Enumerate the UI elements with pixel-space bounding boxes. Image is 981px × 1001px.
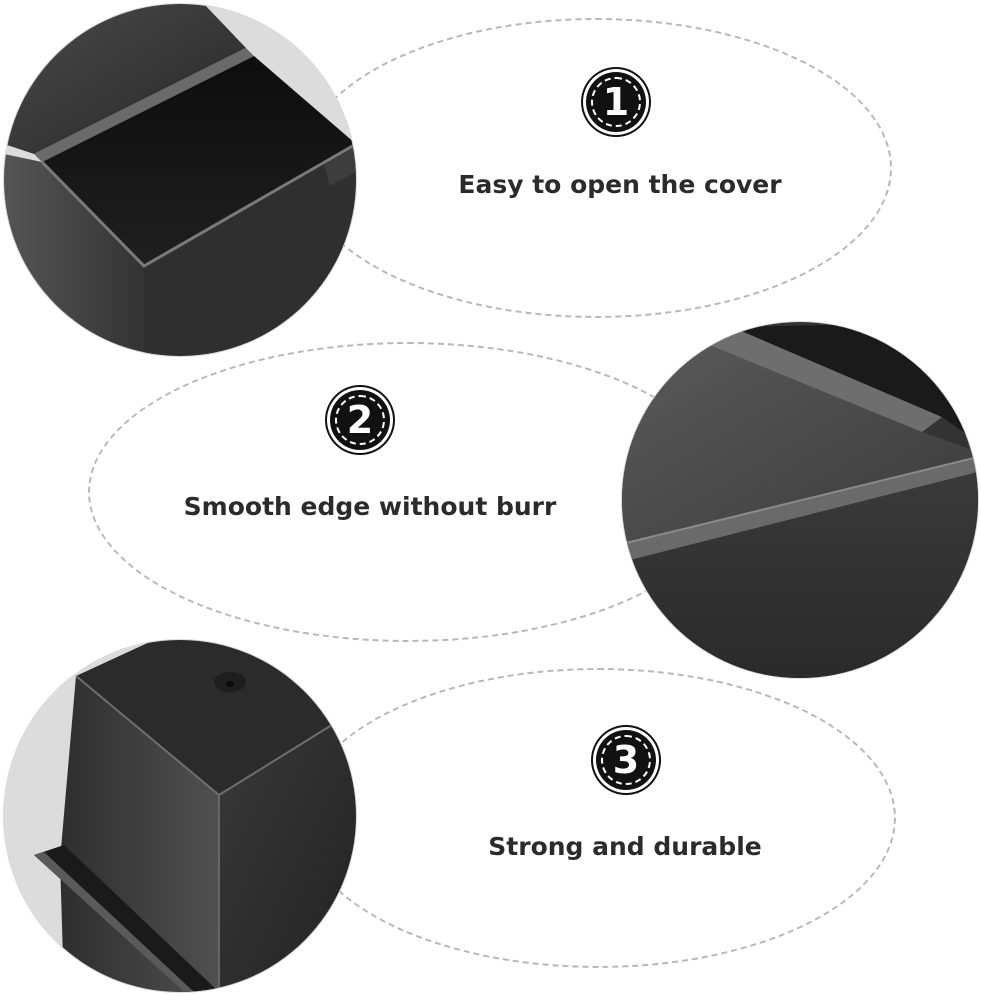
pan-rim-closeup-illustration xyxy=(622,322,978,678)
pan-lid-open-illustration xyxy=(4,4,356,356)
badge-dashed-ring xyxy=(335,395,385,445)
badge-dashed-ring xyxy=(601,735,651,785)
product-photo-smooth-edge xyxy=(622,322,978,678)
dashed-outline-3 xyxy=(300,668,896,968)
step-badge-1: 1 xyxy=(586,72,646,132)
product-photo-strong-corner xyxy=(4,640,356,992)
step-badge-3: 3 xyxy=(596,730,656,790)
feature-label-3: Strong and durable xyxy=(488,832,762,861)
product-photo-lid-open xyxy=(4,4,356,356)
feature-label-1: Easy to open the cover xyxy=(458,170,782,199)
step-number: 1 xyxy=(602,80,630,124)
pan-corner-closeup-illustration xyxy=(4,640,356,992)
badge-dashed-ring xyxy=(591,77,641,127)
step-badge-2: 2 xyxy=(330,390,390,450)
step-number: 3 xyxy=(612,738,640,782)
feature-label-2: Smooth edge without burr xyxy=(183,492,557,521)
dashed-outline-1 xyxy=(300,18,892,318)
step-number: 2 xyxy=(346,398,374,442)
